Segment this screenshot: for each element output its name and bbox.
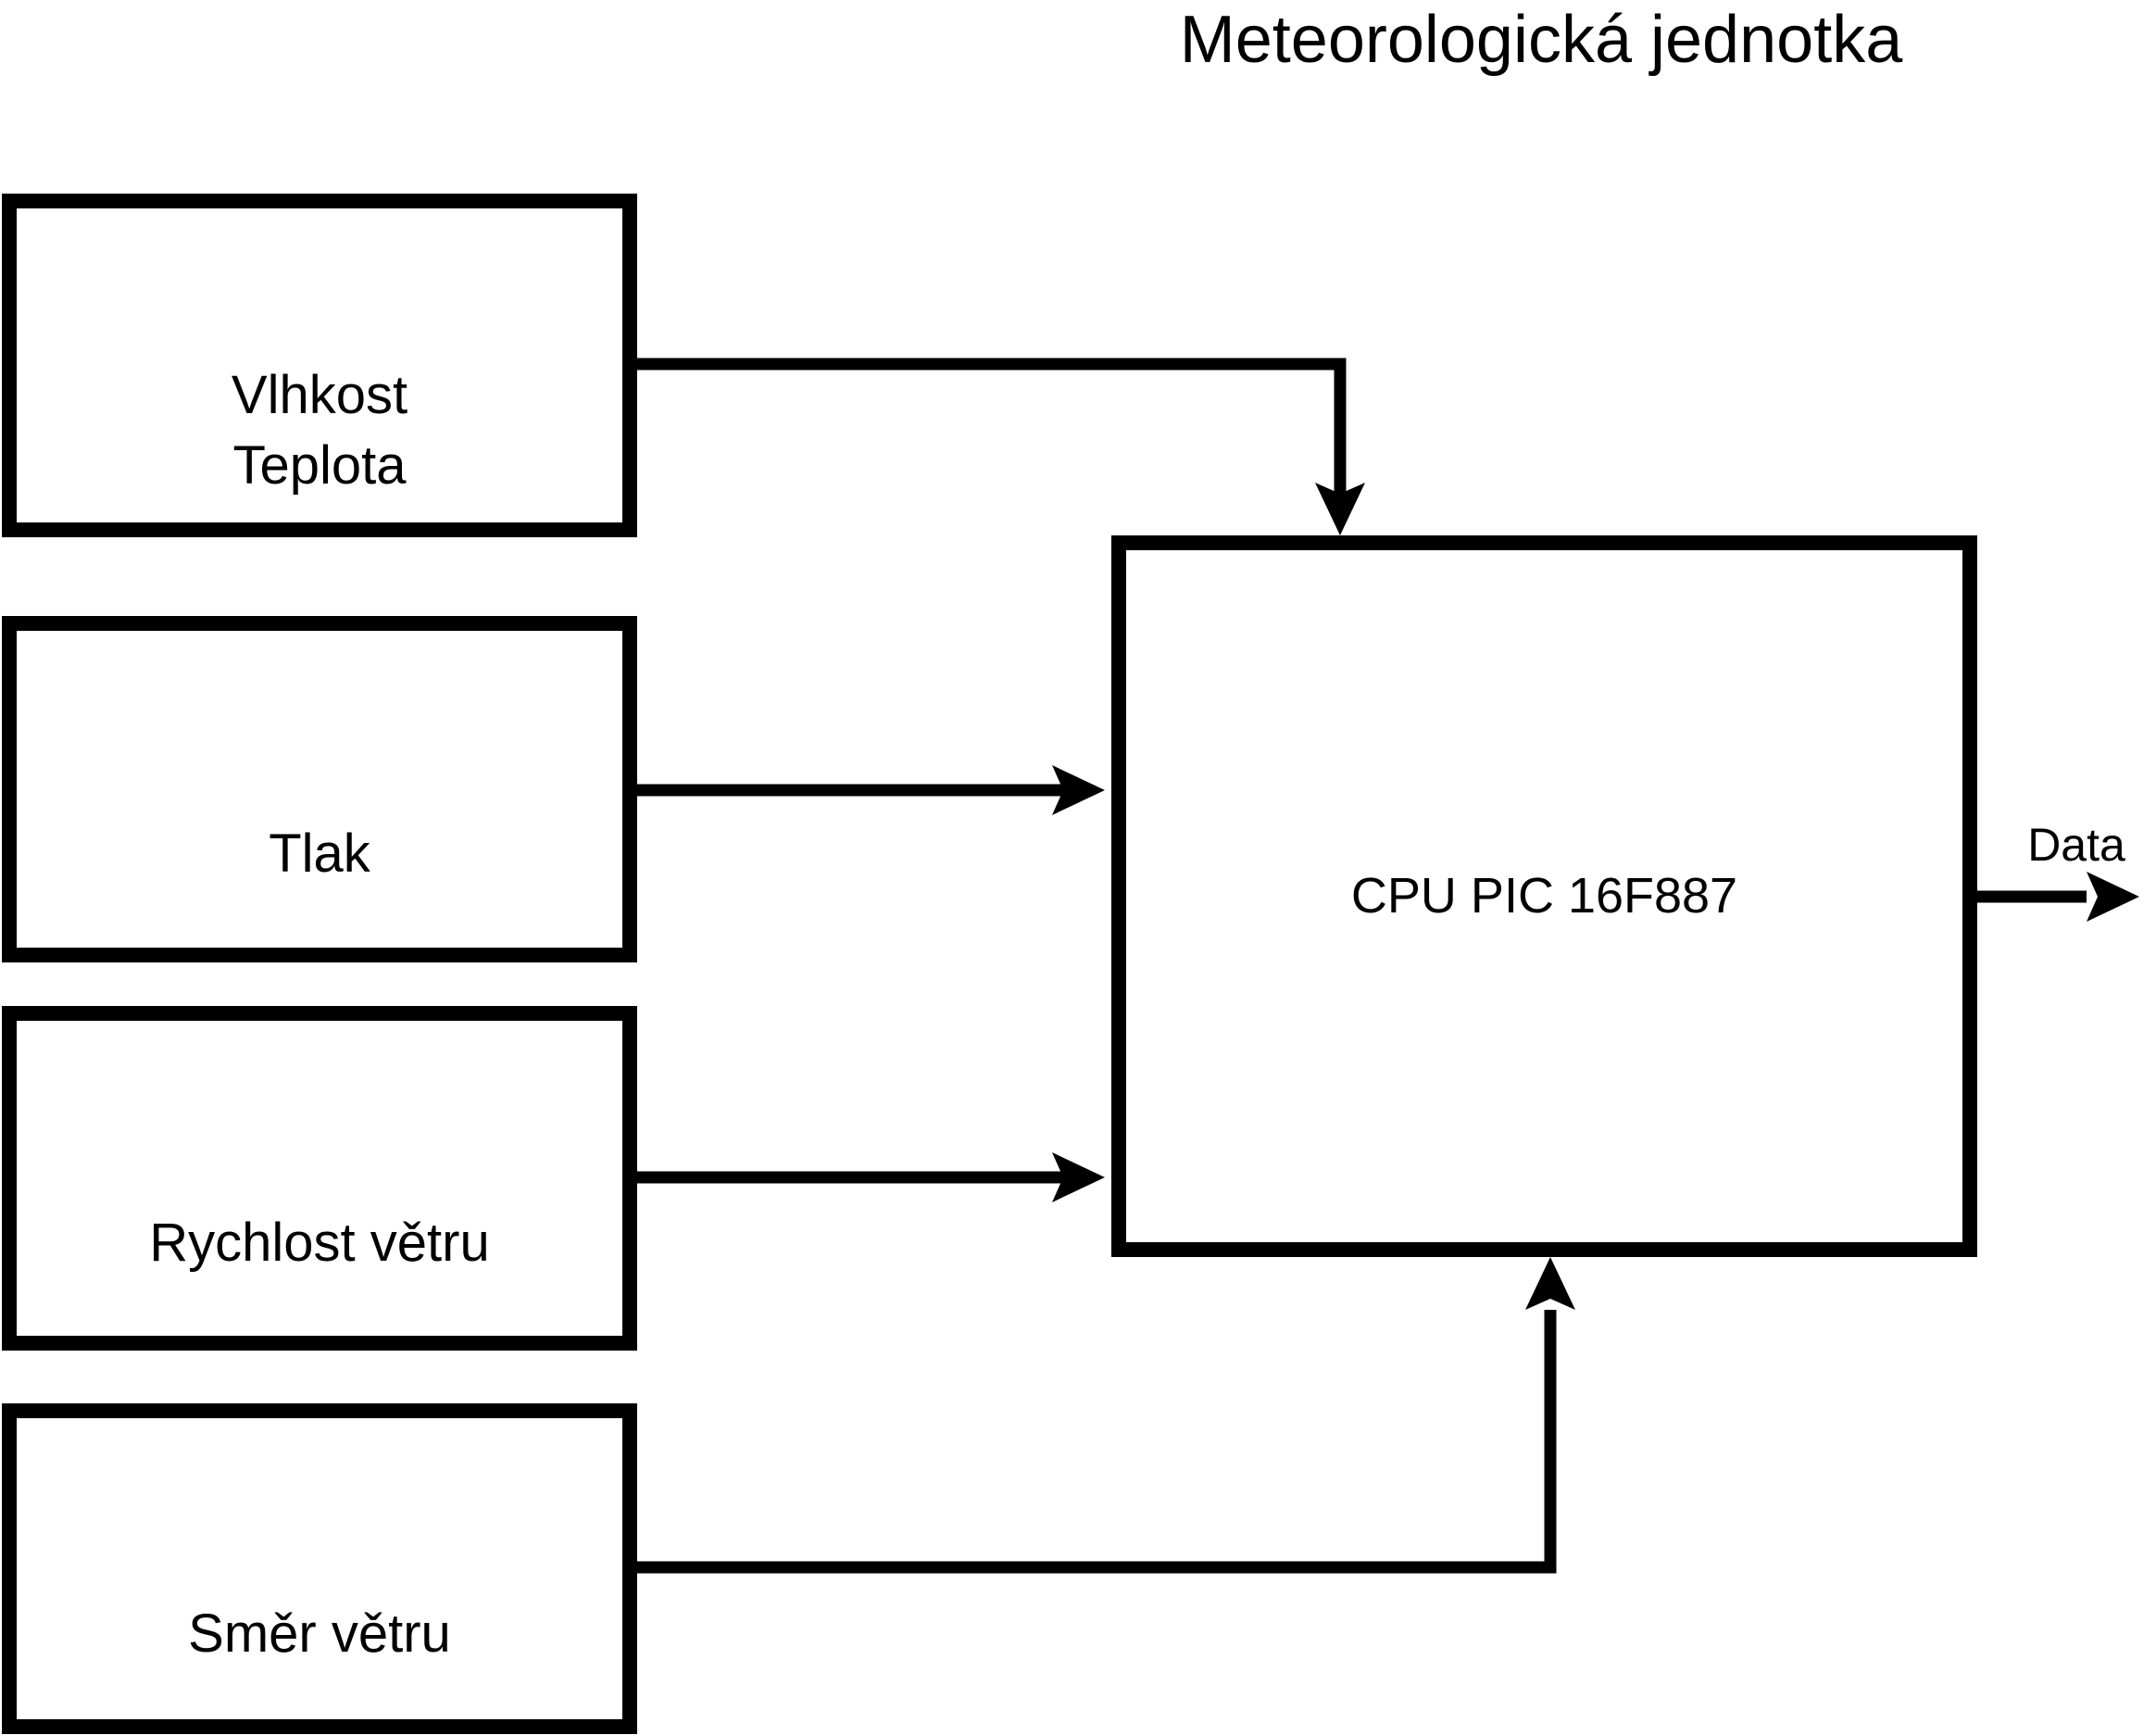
block-label-line: Tlak xyxy=(269,823,370,884)
connector-humidity-to-cpu-line xyxy=(637,358,1347,494)
block-pressure-label: Tlak xyxy=(269,819,370,889)
connector-wind-direction-to-cpu-line xyxy=(637,1310,1557,1574)
block-label-line: Rychlost větru xyxy=(149,1213,490,1273)
block-label-line: Teplota xyxy=(232,434,407,496)
output-data-label: Data xyxy=(2027,819,2125,871)
block-wind-speed: Rychlost větru xyxy=(2,1006,637,1351)
connector-humidity-to-cpu-arrowhead-icon xyxy=(1315,483,1365,535)
block-wind-direction-label: Směr větru xyxy=(188,1599,451,1669)
connector-wind-direction-to-cpu-arrowhead-icon xyxy=(1525,1257,1575,1310)
block-pressure: Tlak xyxy=(2,616,637,962)
connector-wind-speed-to-cpu-arrowhead-icon xyxy=(1052,1152,1105,1202)
connector-cpu-to-data-arrowhead-icon xyxy=(2087,872,2139,922)
block-wind-speed-label: Rychlost větru xyxy=(149,1208,489,1278)
connector-pressure-to-cpu-arrowhead-icon xyxy=(1052,765,1105,815)
block-label-line: CPU PIC 16F887 xyxy=(1350,868,1738,924)
block-label-line: Vlhkost xyxy=(231,364,408,425)
block-cpu: CPU PIC 16F887 xyxy=(1111,535,1977,1257)
block-humidity-temperature-label: Vlhkost Teplota xyxy=(232,360,407,501)
block-label-line: Směr větru xyxy=(188,1603,451,1664)
block-wind-direction: Směr větru xyxy=(2,1403,637,1734)
diagram-title: Meteorologická jednotka xyxy=(1179,3,1903,77)
block-cpu-label: CPU PIC 16F887 xyxy=(1351,866,1737,926)
block-humidity-temperature: Vlhkost Teplota xyxy=(2,194,637,537)
